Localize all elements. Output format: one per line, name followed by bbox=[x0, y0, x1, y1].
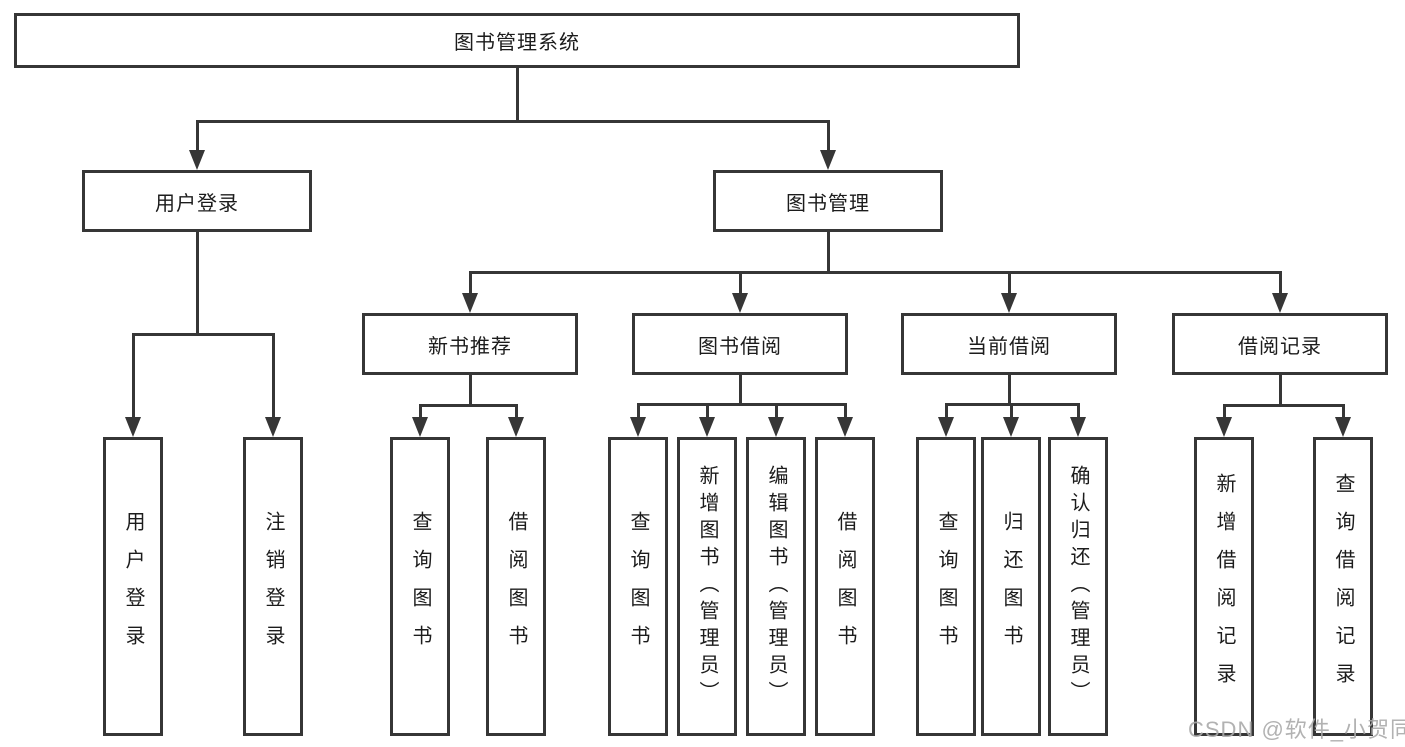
arrowhead-book-mgmt bbox=[820, 150, 836, 170]
leaf-bb-query-books-label: 查询图书 bbox=[627, 510, 649, 663]
node-borrow-record-label: 借阅记录 bbox=[1238, 335, 1322, 358]
connector-login-leaf-drop bbox=[132, 333, 135, 417]
connector-br-drop bbox=[1279, 271, 1282, 295]
arrowhead-borrow-record bbox=[1272, 293, 1288, 313]
leaf-nbr-borrow-books-label: 借阅图书 bbox=[505, 510, 527, 663]
connector-bb-stem bbox=[739, 375, 742, 406]
leaf-bb-edit-books-admin: 编辑图书（管理员） bbox=[746, 437, 806, 736]
arrowhead-bb-leaf2 bbox=[699, 417, 715, 437]
connector-book-mgmt-drop bbox=[827, 120, 830, 152]
node-root-label: 图书管理系统 bbox=[454, 32, 580, 54]
connector-book-mgmt-stem bbox=[827, 232, 830, 274]
leaf-bb-add-books-admin: 新增图书（管理员） bbox=[677, 437, 737, 736]
leaf-cb-query-books: 查询图书 bbox=[916, 437, 976, 736]
leaf-bb-add-books-admin-label: 新增图书（管理员） bbox=[696, 465, 718, 708]
leaf-user-login: 用户登录 bbox=[103, 437, 163, 736]
connector-nbr-rail bbox=[419, 404, 518, 407]
node-book-borrow-label: 图书借阅 bbox=[698, 335, 782, 358]
connector-cb-leaf2-drop bbox=[1010, 403, 1013, 419]
arrowhead-book-borrow bbox=[732, 293, 748, 313]
arrowhead-bb-leaf3 bbox=[768, 417, 784, 437]
connector-br-leaf2-drop bbox=[1342, 404, 1345, 419]
leaf-br-query-record: 查询借阅记录 bbox=[1313, 437, 1373, 736]
leaf-cb-query-books-label: 查询图书 bbox=[935, 510, 957, 663]
arrowhead-bb-leaf4 bbox=[837, 417, 853, 437]
leaf-cb-return-books-label: 归还图书 bbox=[1000, 510, 1022, 663]
node-current-borrow: 当前借阅 bbox=[901, 313, 1117, 375]
arrowhead-current-borrow bbox=[1001, 293, 1017, 313]
leaf-logout-label: 注销登录 bbox=[262, 510, 284, 663]
arrowhead-login-leaf bbox=[125, 417, 141, 437]
arrowhead-cb-leaf3 bbox=[1070, 417, 1086, 437]
arrowhead-br-leaf2 bbox=[1335, 417, 1351, 437]
connector-user-login-stem bbox=[196, 232, 199, 336]
connector-cb-drop bbox=[1008, 271, 1011, 295]
arrowhead-br-leaf1 bbox=[1216, 417, 1232, 437]
node-borrow-record: 借阅记录 bbox=[1172, 313, 1388, 375]
node-book-management: 图书管理 bbox=[713, 170, 943, 232]
connector-br-stem bbox=[1279, 375, 1282, 407]
connector-nbr-leaf1-drop bbox=[419, 404, 422, 419]
leaf-bb-borrow-books: 借阅图书 bbox=[815, 437, 875, 736]
leaf-nbr-borrow-books: 借阅图书 bbox=[486, 437, 546, 736]
arrowhead-bb-leaf1 bbox=[630, 417, 646, 437]
arrowhead-nbr-leaf2 bbox=[508, 417, 524, 437]
leaf-nbr-query-books: 查询图书 bbox=[390, 437, 450, 736]
node-new-book-recommend-label: 新书推荐 bbox=[428, 335, 512, 358]
connector-bb-leaf1-drop bbox=[637, 403, 640, 419]
arrowhead-logout-leaf bbox=[265, 417, 281, 437]
node-new-book-recommend: 新书推荐 bbox=[362, 313, 578, 375]
connector-bb-rail bbox=[637, 403, 847, 406]
leaf-cb-return-books: 归还图书 bbox=[981, 437, 1041, 736]
connector-br-rail bbox=[1223, 404, 1345, 407]
leaf-logout: 注销登录 bbox=[243, 437, 303, 736]
leaf-nbr-query-books-label: 查询图书 bbox=[409, 510, 431, 663]
connector-nbr-leaf2-drop bbox=[515, 404, 518, 419]
connector-bb-drop bbox=[739, 271, 742, 295]
leaf-cb-confirm-return-admin: 确认归还（管理员） bbox=[1048, 437, 1108, 736]
watermark: CSDN @软件_小贺同学 bbox=[1188, 717, 1405, 742]
connector-br-leaf1-drop bbox=[1223, 404, 1226, 419]
arrowhead-cb-leaf1 bbox=[938, 417, 954, 437]
connector-nbr-drop bbox=[469, 271, 472, 295]
arrowhead-nbr-leaf1 bbox=[412, 417, 428, 437]
connector-logout-leaf-drop bbox=[272, 333, 275, 417]
node-book-borrow: 图书借阅 bbox=[632, 313, 848, 375]
connector-user-login-drop bbox=[196, 120, 199, 152]
leaf-br-add-record-label: 新增借阅记录 bbox=[1213, 472, 1235, 701]
leaf-br-add-record: 新增借阅记录 bbox=[1194, 437, 1254, 736]
node-book-management-label: 图书管理 bbox=[786, 192, 870, 215]
connector-level2-rail bbox=[196, 120, 830, 123]
leaf-bb-borrow-books-label: 借阅图书 bbox=[834, 510, 856, 663]
node-current-borrow-label: 当前借阅 bbox=[967, 335, 1051, 358]
connector-bb-leaf2-drop bbox=[706, 403, 709, 419]
connector-bb-leaf3-drop bbox=[775, 403, 778, 419]
leaf-user-login-label: 用户登录 bbox=[122, 510, 144, 663]
node-root: 图书管理系统 bbox=[14, 13, 1020, 68]
connector-cb-stem bbox=[1008, 375, 1011, 406]
connector-nbr-stem bbox=[469, 375, 472, 407]
node-user-login-label: 用户登录 bbox=[155, 192, 239, 215]
connector-bb-leaf4-drop bbox=[844, 403, 847, 419]
arrowhead-new-book-recommend bbox=[462, 293, 478, 313]
node-user-login: 用户登录 bbox=[82, 170, 312, 232]
connector-cb-leaf3-drop bbox=[1077, 403, 1080, 419]
connector-cb-leaf1-drop bbox=[945, 403, 948, 419]
arrowhead-cb-leaf2 bbox=[1003, 417, 1019, 437]
leaf-bb-edit-books-admin-label: 编辑图书（管理员） bbox=[765, 465, 787, 708]
connector-user-login-rail bbox=[132, 333, 275, 336]
leaf-br-query-record-label: 查询借阅记录 bbox=[1332, 472, 1354, 701]
leaf-bb-query-books: 查询图书 bbox=[608, 437, 668, 736]
connector-level3-rail bbox=[469, 271, 1282, 274]
arrowhead-user-login bbox=[189, 150, 205, 170]
leaf-cb-confirm-return-admin-label: 确认归还（管理员） bbox=[1067, 465, 1089, 708]
connector-root-stem bbox=[516, 67, 519, 123]
